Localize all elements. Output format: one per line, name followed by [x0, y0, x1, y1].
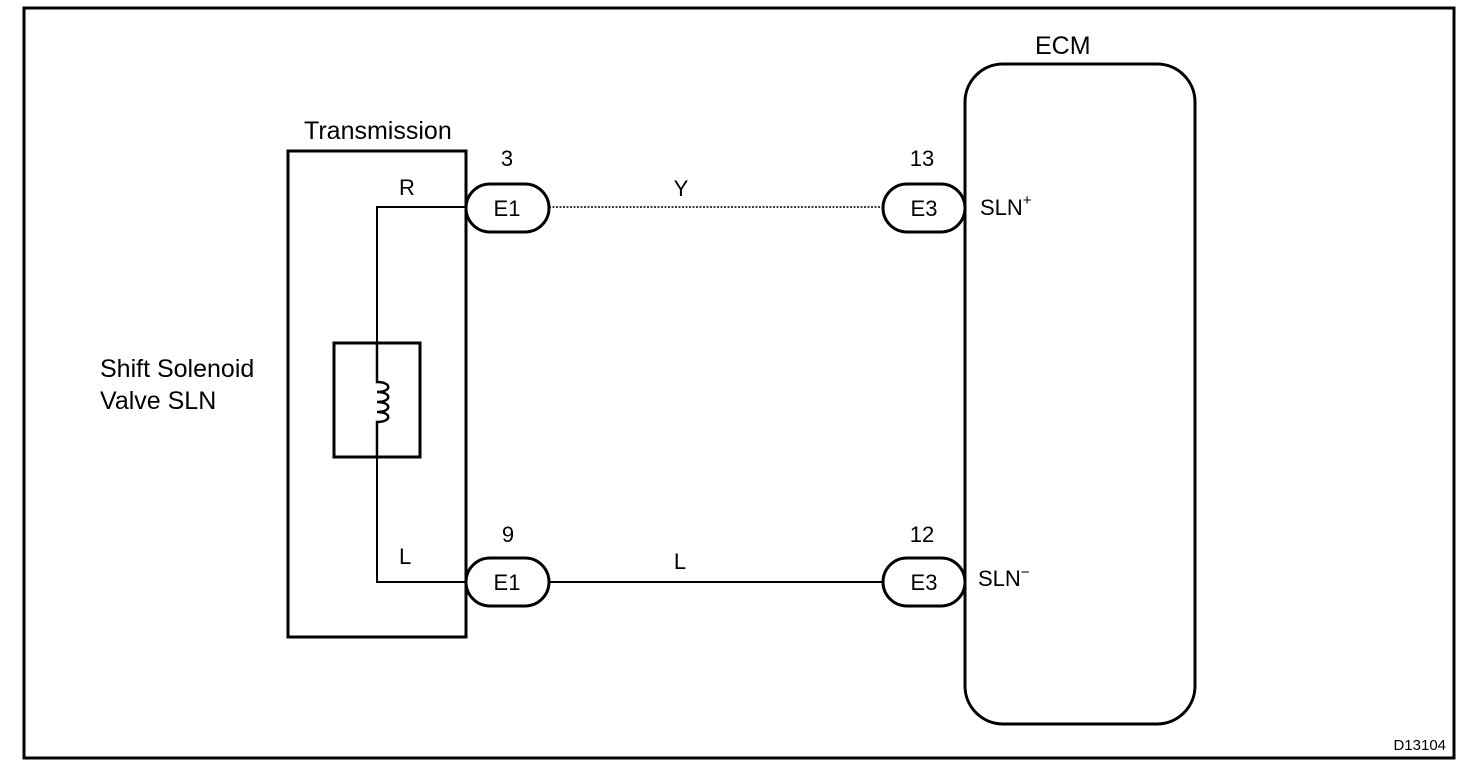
ecm-terminal-top-name: SLN: [980, 195, 1023, 220]
connector-bottom-left-label: E1: [494, 570, 521, 595]
transmission-box: [286, 149, 468, 639]
connector-top-right: [881, 182, 967, 234]
component-label-line2: Valve SLN: [100, 387, 216, 415]
connector-top-right-label: E3: [911, 196, 938, 221]
solenoid-coil-icon: [375, 343, 390, 457]
ecm-box: [963, 62, 1197, 726]
ecm-label: ECM: [1035, 32, 1091, 60]
ecm-terminal-bottom: SLN−: [978, 564, 1030, 591]
internal-wire-bottom: [376, 457, 468, 583]
ecm-terminal-bottom-polarity: −: [1021, 564, 1030, 581]
connector-bottom-right-label: E3: [911, 570, 938, 595]
connector-top-left-label: E1: [494, 196, 521, 221]
internal-wire-color-bottom: L: [399, 544, 411, 569]
internal-wire-color-top: R: [399, 175, 415, 200]
connector-bottom-right: [881, 556, 967, 608]
wire-bottom-color: L: [674, 549, 686, 574]
pin-top-right: 13: [910, 146, 934, 171]
internal-wire-top: [376, 206, 468, 343]
ecm-terminal-top-polarity: +: [1023, 192, 1032, 209]
pin-bottom-left: 9: [502, 522, 514, 547]
component-label-line1: Shift Solenoid: [100, 355, 254, 383]
connector-top-left: [464, 182, 551, 234]
wire-top-color: Y: [674, 176, 689, 201]
ecm-terminal-top: SLN+: [980, 192, 1032, 220]
transmission-label: Transmission: [304, 117, 452, 145]
pin-top-left: 3: [501, 146, 513, 171]
ecm-terminal-bottom-name: SLN: [978, 566, 1021, 591]
pin-bottom-right: 12: [910, 522, 934, 547]
figure-code: D13104: [1393, 737, 1446, 754]
diagram-frame: [22, 6, 1456, 760]
